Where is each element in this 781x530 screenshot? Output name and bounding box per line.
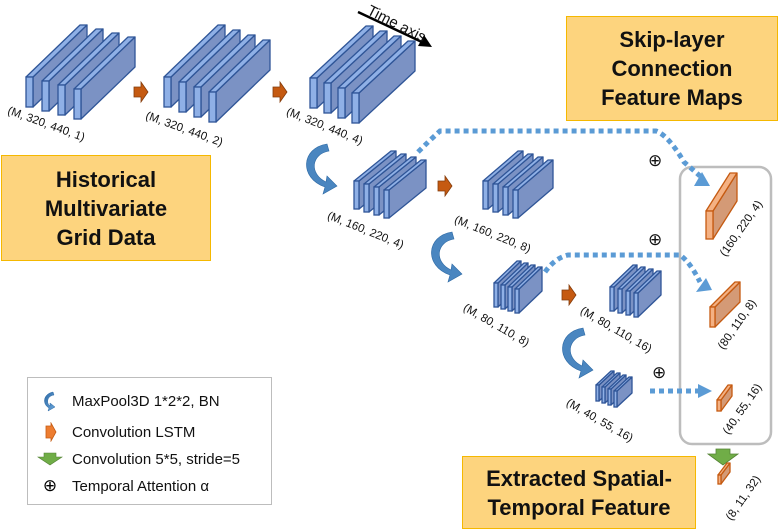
block-p3-slab xyxy=(514,266,543,314)
convlstm-arrow-4 xyxy=(561,283,577,307)
legend-item-convlstm: Convolution LSTM xyxy=(28,421,195,443)
skip-line-3: Feature Maps xyxy=(601,85,743,110)
historical-line-2: Multivariate xyxy=(44,195,168,221)
legend-item-maxpool: MaxPool3D 1*2*2, BN xyxy=(28,390,220,412)
block-c2-slab xyxy=(633,270,662,318)
skip-line-2: Connection xyxy=(611,56,733,81)
convlstm-orange-arrow-icon xyxy=(28,421,72,443)
historical-line-3: Grid Data xyxy=(56,224,156,250)
skip-connection-3-head xyxy=(698,384,712,398)
legend-label-maxpool: MaxPool3D 1*2*2, BN xyxy=(72,392,220,410)
extracted-line-1: Extracted Spatial- xyxy=(486,465,672,491)
conv-down-arrow xyxy=(706,448,740,466)
legend-label-attention: Temporal Attention α xyxy=(72,477,210,495)
temporal-attention-icon-1: ⊕ xyxy=(648,151,663,170)
temporal-attention-icon-2: ⊕ xyxy=(648,230,663,249)
legend-label-convlstm: Convolution LSTM xyxy=(72,423,196,441)
block-c2 xyxy=(609,264,662,318)
maxpool-curved-arrow-icon xyxy=(28,390,72,412)
historical-line-1: Historical xyxy=(55,166,157,192)
legend-item-conv: Convolution 5*5, stride=5 xyxy=(28,448,240,470)
convlstm-arrow-2 xyxy=(272,80,288,104)
convlstm-arrow-1 xyxy=(133,80,149,104)
time-axis-arrow-head xyxy=(418,35,432,47)
skip-connection-1-head xyxy=(694,172,710,186)
legend: MaxPool3D 1*2*2, BN Convolution LSTM Con… xyxy=(27,377,272,505)
skip-connection-1 xyxy=(416,128,702,178)
skip-layer-box: Skip-layer Connection Feature Maps xyxy=(566,16,778,121)
time-axis-arrow-line xyxy=(357,10,425,45)
feature-blocks xyxy=(25,24,741,485)
extracted-feature-box: Extracted Spatial- Temporal Feature xyxy=(462,456,696,529)
temporal-attention-icon: ⊕ xyxy=(42,476,58,495)
legend-label-conv: Convolution 5*5, stride=5 xyxy=(72,450,241,468)
block-c3-slab xyxy=(613,376,633,408)
connection-lines xyxy=(133,10,773,466)
block-in2 xyxy=(163,24,271,123)
block-in1-slab xyxy=(73,36,136,120)
block-c3 xyxy=(595,370,633,408)
block-in2-slab xyxy=(208,39,271,123)
legend-item-attention: ⊕ Temporal Attention α xyxy=(28,475,209,497)
block-in4 xyxy=(309,25,416,124)
skip-connection-2-head xyxy=(696,278,712,292)
block-p1 xyxy=(353,150,427,219)
block-in1 xyxy=(25,24,136,120)
historical-data-box: Historical Multivariate Grid Data xyxy=(1,155,211,261)
block-p3 xyxy=(493,260,543,314)
extracted-line-2: Temporal Feature xyxy=(487,494,671,520)
maxpool-arrow-2 xyxy=(431,231,463,283)
skip-map-s1 xyxy=(705,172,738,240)
block-p2 xyxy=(482,150,554,219)
skip-maps-container xyxy=(678,165,773,446)
skip-map-s2 xyxy=(709,281,741,328)
block-in4-slab xyxy=(351,40,416,124)
block-p2-slab xyxy=(512,159,554,219)
maxpool-arrow-1 xyxy=(306,143,338,195)
output-map xyxy=(717,462,731,485)
maxpool-arrow-3 xyxy=(562,327,594,379)
temporal-attention-icon-3: ⊕ xyxy=(652,363,667,382)
convlstm-arrow-3 xyxy=(437,174,453,198)
skip-map-s3 xyxy=(716,384,733,412)
skip-connection-2 xyxy=(542,252,703,284)
skip-line-1: Skip-layer xyxy=(619,27,725,52)
conv-green-down-arrow-icon xyxy=(28,448,72,470)
block-p1-slab xyxy=(383,159,427,219)
